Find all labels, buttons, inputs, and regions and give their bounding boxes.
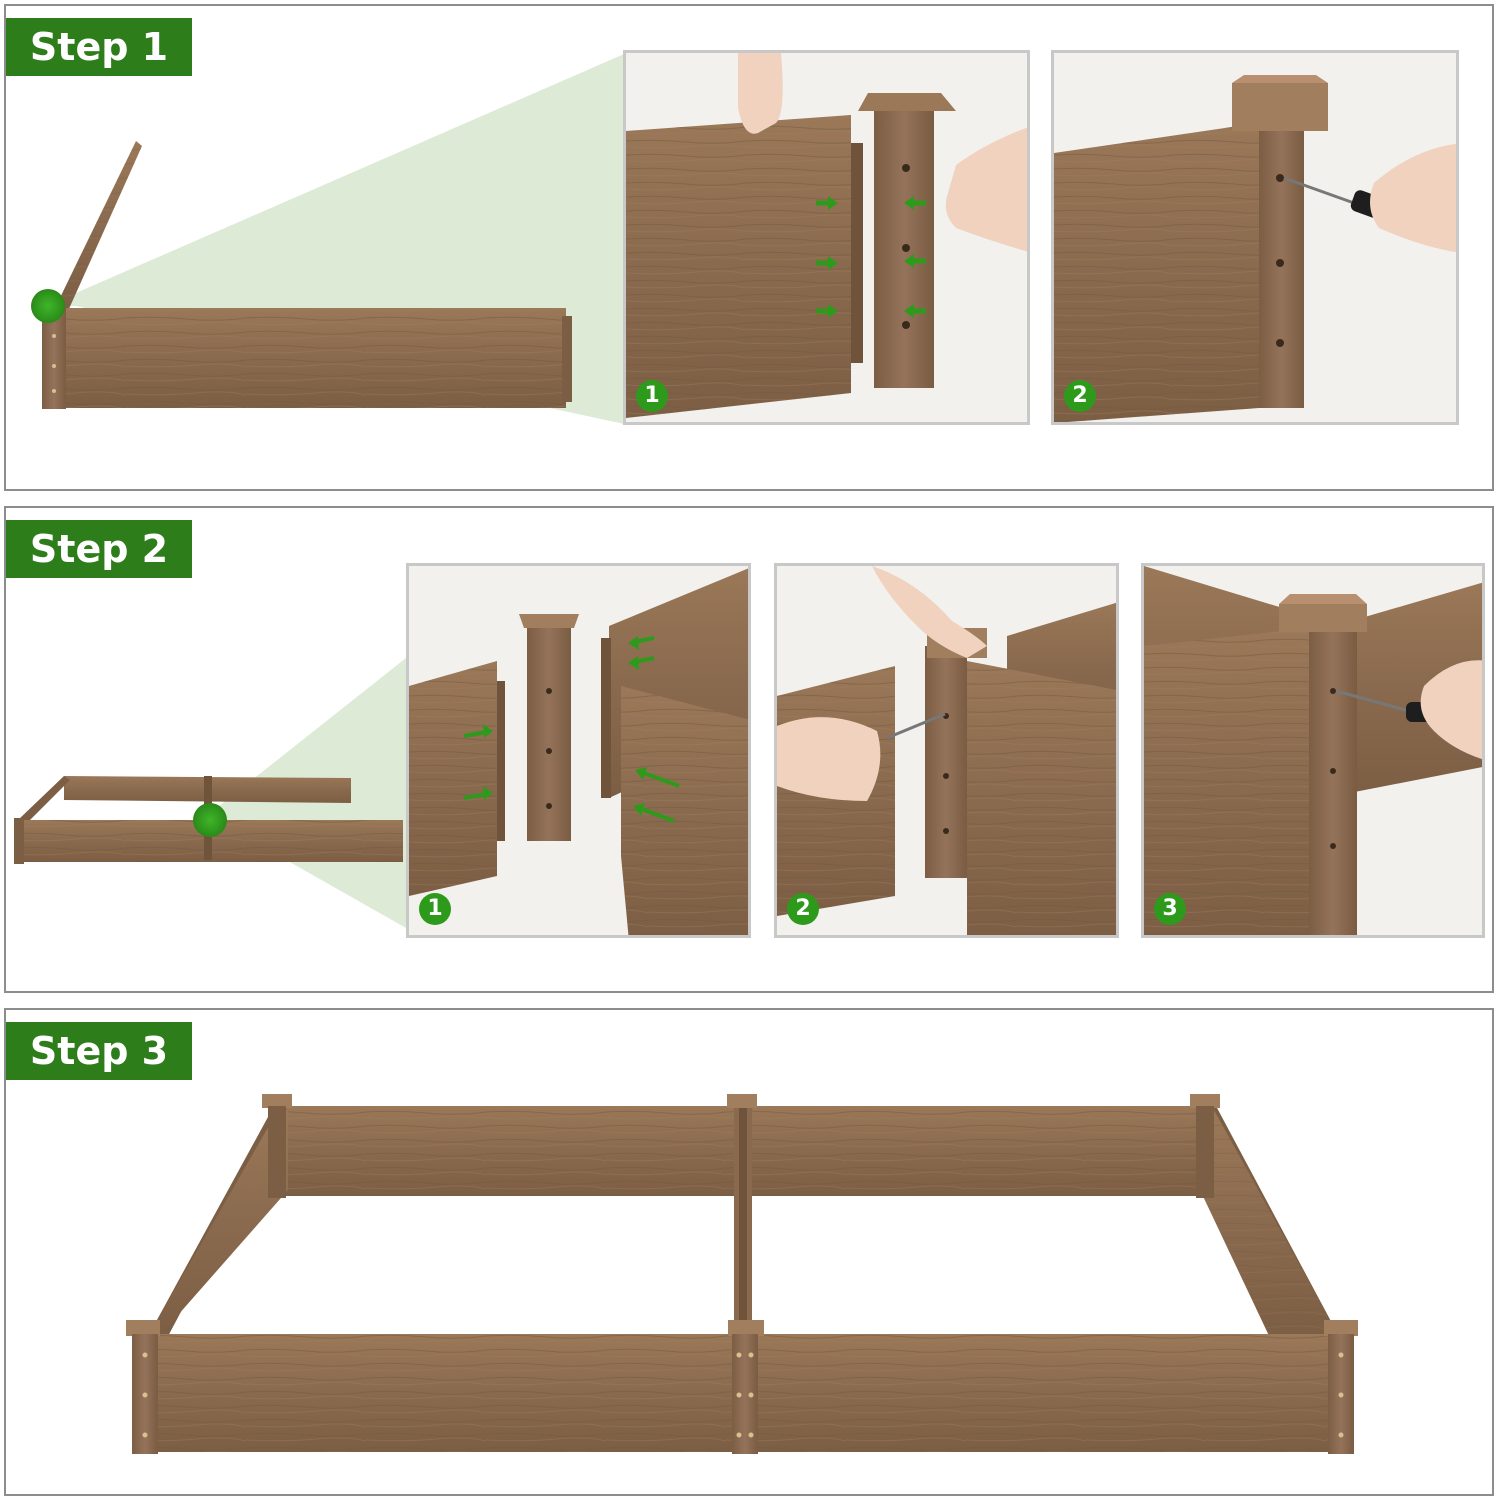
step-2-section: Step 2	[4, 506, 1494, 993]
joint-highlight-dot	[31, 289, 65, 323]
joint-highlight-dot	[193, 803, 227, 837]
center-post-screw-illustration	[777, 566, 1119, 938]
board-to-post-illustration	[626, 53, 1030, 425]
completed-joint-illustration	[1144, 566, 1485, 938]
step-1-overview-illustration	[6, 6, 626, 486]
step-1-section: Step 1	[4, 4, 1494, 491]
step-2-panel-2: 2	[774, 563, 1119, 938]
panel-number-badge: 1	[636, 380, 668, 412]
step-2-overview-illustration	[6, 508, 426, 988]
panel-number-badge: 3	[1154, 893, 1186, 925]
panel-number-badge: 1	[419, 893, 451, 925]
panel-number-badge: 2	[1064, 380, 1096, 412]
panel-number-badge: 2	[787, 893, 819, 925]
step-3-section: Step 3	[4, 1008, 1494, 1496]
hand-icon	[777, 717, 880, 801]
finished-raised-bed-illustration	[6, 1010, 1496, 1498]
step-2-panel-3: 3	[1141, 563, 1485, 938]
hand-icon	[738, 53, 783, 134]
screw-fastening-illustration	[1054, 53, 1459, 425]
step-1-panel-1: 1	[623, 50, 1030, 425]
step-1-panel-2: 2	[1051, 50, 1459, 425]
step-2-panel-1: 1	[406, 563, 751, 938]
center-post-insertion-illustration	[409, 566, 751, 938]
